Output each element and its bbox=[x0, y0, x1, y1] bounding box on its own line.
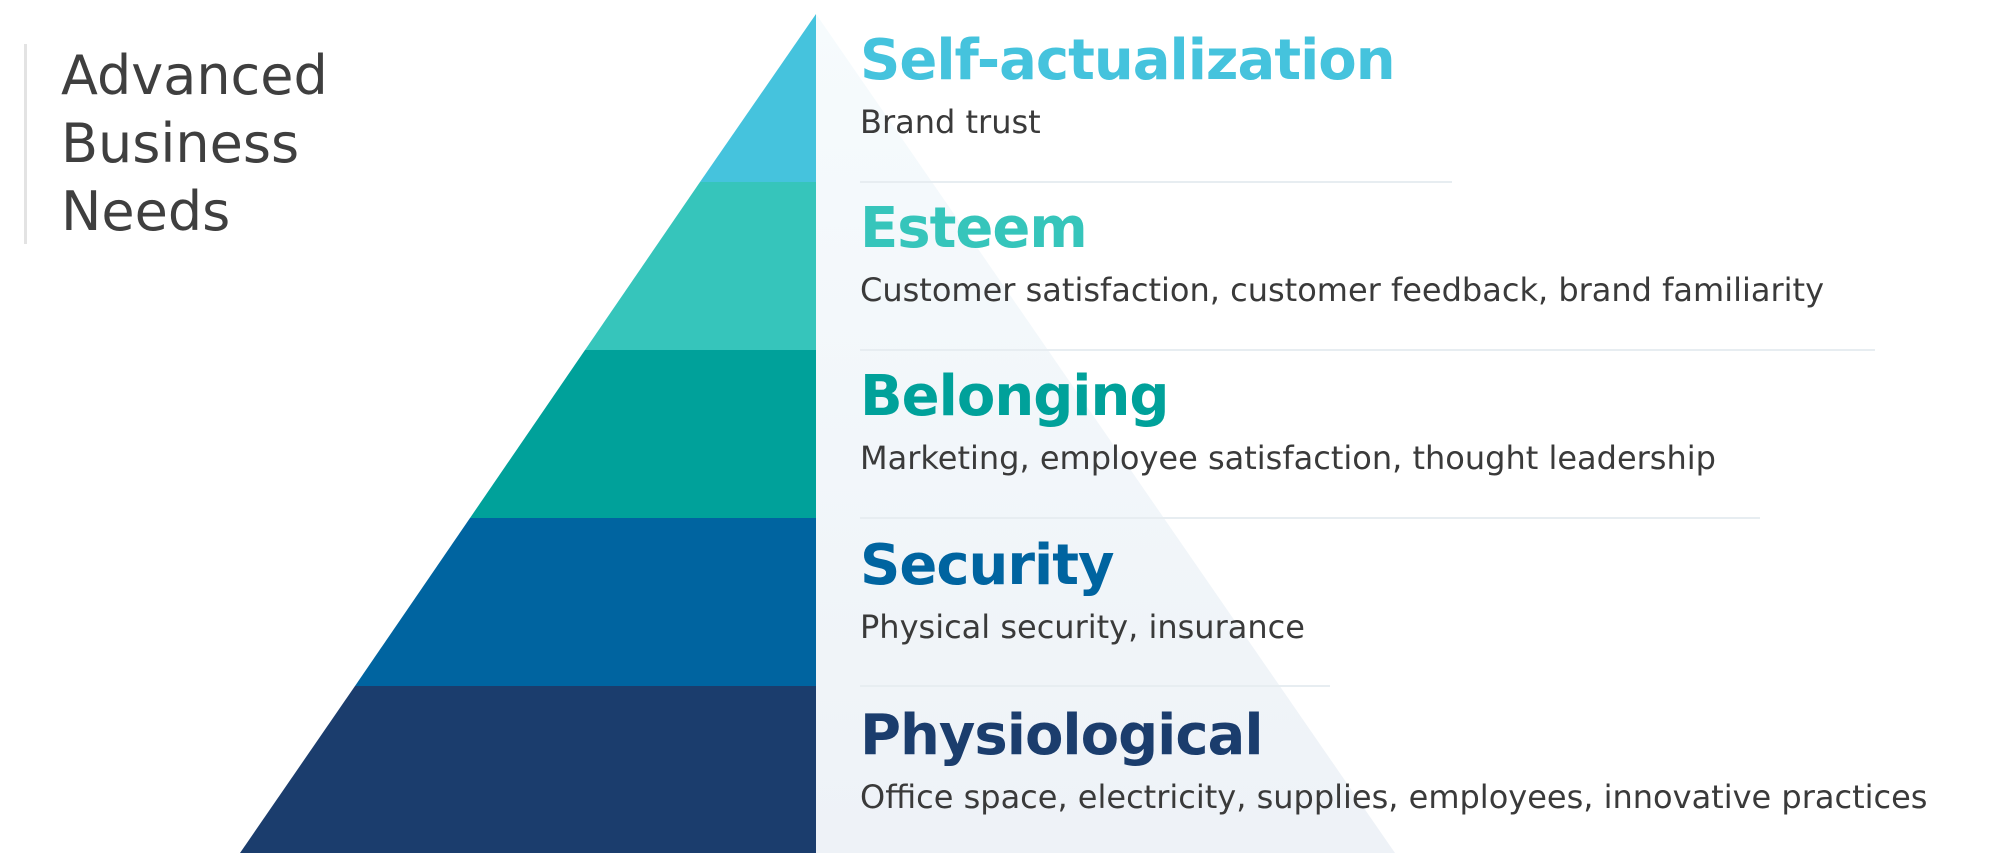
pyramid-tier-esteem bbox=[585, 182, 816, 350]
level-desc-self-actualization: Brand trust bbox=[860, 103, 1041, 141]
level-security: Security Physical security, insurance bbox=[860, 533, 1990, 701]
caption-block: Advanced Business Needs bbox=[24, 44, 328, 244]
level-title-self-actualization: Self-actualization bbox=[860, 28, 1396, 93]
level-list: Self-actualization Brand trust Esteem Cu… bbox=[860, 0, 2000, 853]
level-title-belonging: Belonging bbox=[860, 364, 1169, 429]
pyramid-tier-self-actualization bbox=[700, 14, 816, 182]
pyramid-tier-physiological bbox=[240, 686, 816, 853]
divider-4 bbox=[860, 685, 1330, 687]
divider-1 bbox=[860, 181, 1452, 183]
level-self-actualization: Self-actualization Brand trust bbox=[860, 28, 1990, 196]
level-title-physiological: Physiological bbox=[860, 703, 1264, 768]
level-desc-belonging: Marketing, employee satisfaction, though… bbox=[860, 439, 1716, 477]
level-title-security: Security bbox=[860, 533, 1114, 598]
pyramid-tier-belonging bbox=[470, 350, 816, 518]
level-belonging: Belonging Marketing, employee satisfacti… bbox=[860, 364, 1990, 532]
caption-line-3: Needs bbox=[61, 180, 231, 243]
level-esteem: Esteem Customer satisfaction, customer f… bbox=[860, 196, 1990, 364]
level-desc-security: Physical security, insurance bbox=[860, 608, 1305, 646]
divider-3 bbox=[860, 517, 1760, 519]
level-desc-physiological: Office space, electricity, supplies, emp… bbox=[860, 778, 1928, 816]
pyramid-right-shade bbox=[816, 14, 1395, 853]
pyramid-tier-security bbox=[355, 518, 816, 686]
divider-2 bbox=[860, 349, 1875, 351]
level-title-esteem: Esteem bbox=[860, 196, 1088, 261]
caption-line-2: Business bbox=[61, 112, 300, 175]
level-desc-esteem: Customer satisfaction, customer feedback… bbox=[860, 271, 1825, 309]
caption-line-1: Advanced bbox=[61, 44, 328, 107]
level-physiological: Physiological Office space, electricity,… bbox=[860, 703, 1990, 853]
